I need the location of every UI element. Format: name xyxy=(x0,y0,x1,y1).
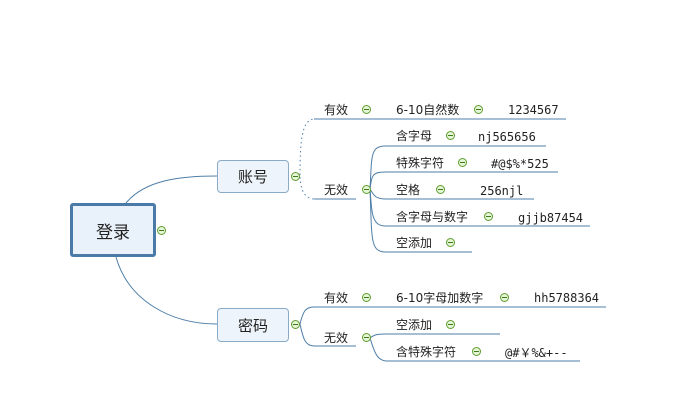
collapse-icon[interactable] xyxy=(362,333,371,342)
invalid-item-label[interactable]: 含字母与数字 xyxy=(396,210,469,224)
invalid-item-example[interactable]: gjjb87454 xyxy=(518,211,584,225)
collapse-icon[interactable] xyxy=(472,347,481,356)
collapse-icon[interactable] xyxy=(157,226,166,235)
invalid-item-example[interactable]: #@$%*525 xyxy=(491,157,549,171)
account-valid-label[interactable]: 有效 xyxy=(324,103,349,117)
collapse-icon[interactable] xyxy=(436,185,445,194)
root-node[interactable]: 登录 xyxy=(70,203,156,257)
collapse-icon[interactable] xyxy=(446,238,455,247)
account-node[interactable]: 账号 xyxy=(217,160,289,193)
collapse-icon[interactable] xyxy=(362,185,371,194)
invalid-item-label[interactable]: 空格 xyxy=(396,183,421,197)
account-valid-example[interactable]: 1234567 xyxy=(508,103,559,117)
collapse-icon[interactable] xyxy=(362,105,371,114)
link-password-invalid xyxy=(299,323,315,347)
invalid-item-label[interactable]: 含特殊字符 xyxy=(396,345,457,359)
collapse-icon[interactable] xyxy=(484,212,493,221)
collapse-icon[interactable] xyxy=(291,172,300,181)
invalid-item-example[interactable]: nj565656 xyxy=(478,130,536,144)
password-node[interactable]: 密码 xyxy=(217,308,289,342)
link-account-valid xyxy=(299,118,315,176)
invalid-item-example[interactable]: @#￥%&+-- xyxy=(505,346,568,360)
password-valid-label[interactable]: 有效 xyxy=(324,291,349,305)
invalid-item-example[interactable]: 256njl xyxy=(480,184,524,198)
invalid-item-label[interactable]: 空添加 xyxy=(396,318,433,332)
link-root-account xyxy=(125,175,218,204)
collapse-icon[interactable] xyxy=(474,105,483,114)
collapse-icon[interactable] xyxy=(500,293,509,302)
collapse-icon[interactable] xyxy=(446,320,455,329)
collapse-icon[interactable] xyxy=(362,293,371,302)
invalid-item-label[interactable]: 特殊字符 xyxy=(396,156,445,170)
password-valid-desc[interactable]: 6-10字母加数字 xyxy=(396,291,484,305)
link-password-valid xyxy=(299,306,315,325)
collapse-icon[interactable] xyxy=(291,320,300,329)
invalid-item-label[interactable]: 空添加 xyxy=(396,236,433,250)
invalid-item-label[interactable]: 含字母 xyxy=(396,129,433,143)
link-root-password xyxy=(115,256,218,325)
account-valid-desc[interactable]: 6-10自然数 xyxy=(396,103,460,117)
password-valid-example[interactable]: hh5788364 xyxy=(534,291,600,305)
password-invalid-label[interactable]: 无效 xyxy=(324,331,349,345)
collapse-icon[interactable] xyxy=(446,131,455,140)
account-invalid-label[interactable]: 无效 xyxy=(324,183,349,197)
link-account-invalid xyxy=(299,176,315,200)
collapse-icon[interactable] xyxy=(458,158,467,167)
